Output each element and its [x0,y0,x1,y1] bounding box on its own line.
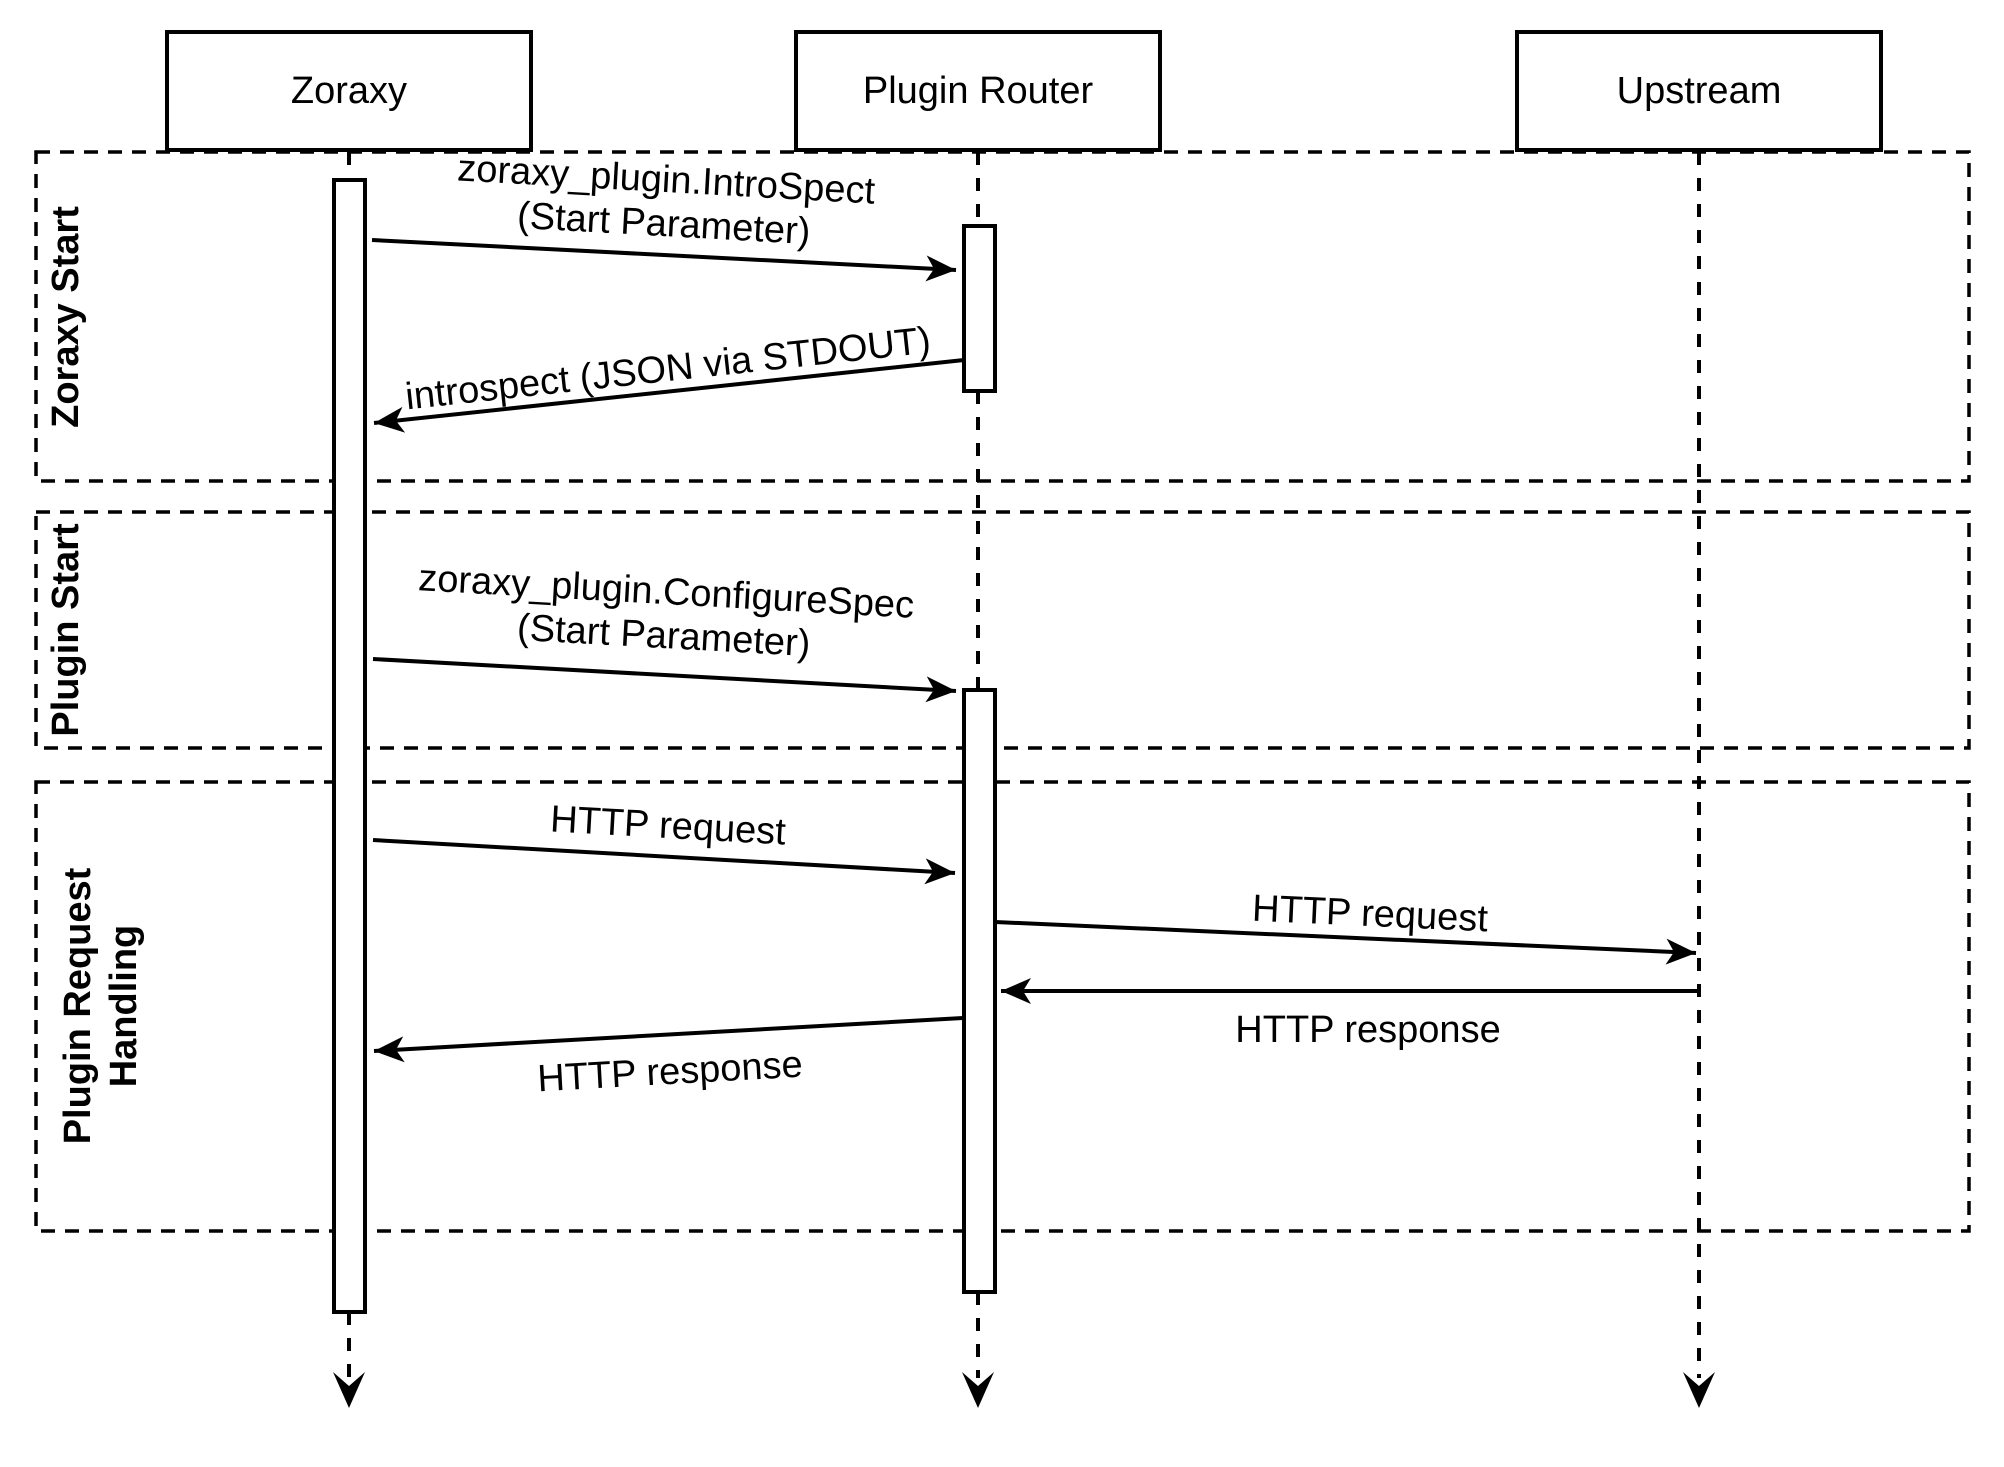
section-label-line-1: Plugin Request [57,867,99,1145]
section-frame-zoraxy-start [34,150,1971,483]
section-label-plugin-start: Plugin Start [45,523,87,737]
upstream-lifeline-end-arrow-icon [1683,1372,1715,1408]
zoraxy-activation-bar [332,178,367,1314]
section-label-plugin-request-handling: Plugin Request Handling [55,868,147,1145]
participant-label-plugin-router: Plugin Router [862,69,1094,112]
message-arrow-introspect-call [371,238,957,282]
participant-label-upstream: Upstream [1616,69,1782,112]
participant-label-zoraxy: Zoraxy [290,69,408,112]
section-label-line-2: Handling [103,924,145,1088]
participant-box-plugin-router: Plugin Router [794,30,1162,152]
zoraxy-lifeline-end-arrow-icon [333,1372,365,1408]
participant-box-zoraxy: Zoraxy [165,30,533,152]
plugin-router-activation-bar-1 [962,224,997,393]
plugin-router-activation-bar-2 [962,688,997,1294]
message-arrow-introspect-reply [373,358,965,433]
section-frame-plugin-start [34,510,1971,750]
section-label-zoraxy-start: Zoraxy Start [45,206,87,428]
message-arrow-http-request-to-upstream [994,920,1697,965]
message-arrow-http-response-to-zoraxy [373,1016,964,1063]
message-arrow-http-request-to-plugin [372,838,956,885]
section-frame-plugin-request-handling [34,780,1971,1233]
participant-box-upstream: Upstream [1515,30,1883,152]
message-label-http-response-from-upstream: HTTP response [1235,1009,1501,1051]
message-arrow-configurespec [372,657,957,703]
plugin-router-lifeline-end-arrow-icon [962,1372,994,1408]
